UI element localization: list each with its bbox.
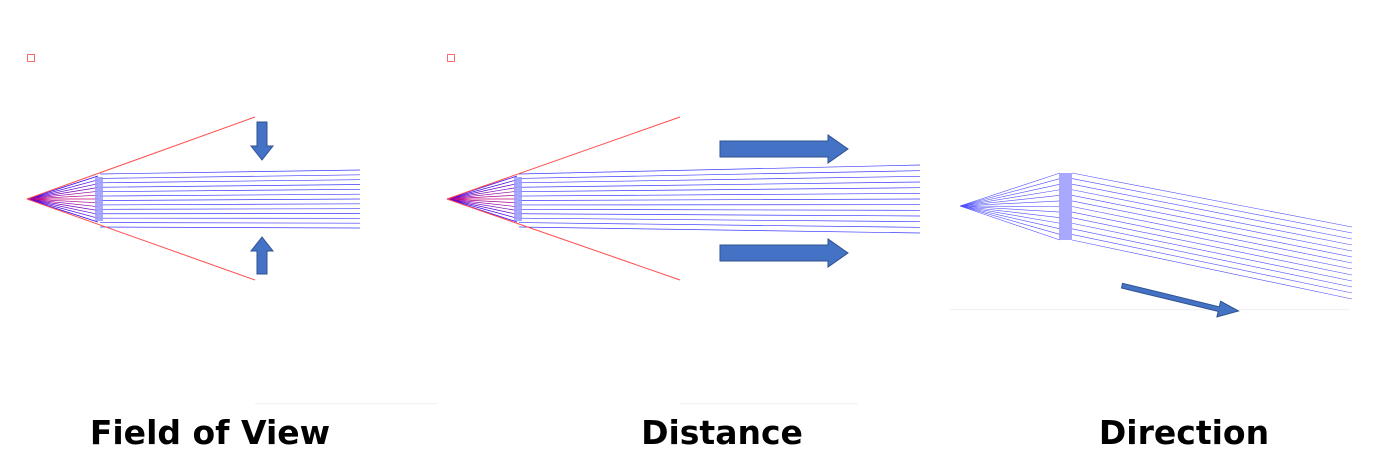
ray-line: [26, 198, 99, 211]
ray-line: [26, 183, 99, 200]
ray-line: [959, 205, 1061, 207]
source-ray-fan: [959, 172, 1061, 241]
ray-line: [959, 178, 1061, 207]
ray-line: [959, 195, 1061, 207]
ray-line: [1071, 178, 1353, 234]
ray-line: [26, 190, 99, 200]
ray-line: [959, 205, 1061, 235]
ray-line: [518, 181, 921, 188]
ray-line: [446, 198, 518, 211]
ray-line: [959, 205, 1061, 241]
arrow-right-icon: [719, 238, 849, 268]
ray-line: [959, 205, 1061, 213]
ray-line: [1071, 189, 1353, 246]
ray-line: [1071, 217, 1353, 276]
ray-line: [1071, 183, 1353, 240]
fov-edge-top: [446, 116, 681, 200]
ray-line: [518, 208, 921, 211]
caption-distance: Distance: [641, 413, 803, 452]
ray-line: [518, 217, 921, 223]
ray-line: [446, 198, 518, 208]
ray-line: [446, 198, 518, 204]
ray-line: [1071, 172, 1353, 228]
deflected-beam: [1071, 172, 1353, 300]
source-ray-fan: [446, 175, 518, 223]
fov-edge-top: [26, 116, 256, 200]
collimated-beam: [518, 164, 921, 234]
ray-line: [959, 172, 1061, 207]
ray-line: [1071, 234, 1353, 294]
ray-line: [99, 179, 361, 184]
ray-line: [446, 183, 518, 200]
panel-2-frame-edge: [680, 403, 858, 405]
fov-edge-bottom: [26, 198, 256, 281]
ray-line: [518, 187, 921, 193]
panel-direction: [950, 172, 1353, 318]
ray-line: [1071, 195, 1353, 252]
ray-line: [1071, 206, 1353, 264]
ray-line: [1071, 200, 1353, 258]
fov-edge-bottom: [446, 198, 681, 281]
ray-line: [99, 169, 361, 175]
caption-direction: Direction: [1098, 413, 1270, 452]
ray-line: [99, 222, 361, 224]
ray-line: [26, 198, 99, 219]
ray-line: [446, 194, 518, 200]
arrow-right-icon: [719, 134, 849, 164]
ray-line: [99, 184, 361, 188]
ray-line: [1071, 222, 1353, 282]
ray-line: [99, 188, 361, 193]
ray-line: [1071, 239, 1353, 300]
ray-line: [26, 198, 99, 208]
ray-line: [959, 205, 1061, 218]
panel-3-frame-edge: [950, 309, 1350, 311]
ray-line: [26, 198, 99, 204]
ray-line: [518, 222, 921, 228]
ray-line: [99, 226, 361, 229]
ray-line: [518, 164, 921, 175]
ray-line: [99, 208, 361, 210]
ray-line: [99, 174, 361, 179]
ray-line: [959, 200, 1061, 207]
corner-marker-icon: [27, 54, 35, 62]
ray-line: [518, 175, 921, 184]
ray-line: [518, 198, 921, 201]
ray-line: [446, 198, 518, 219]
ray-line: [518, 192, 921, 197]
ray-line: [518, 226, 921, 234]
lens-element: [514, 177, 522, 221]
ray-line: [26, 198, 99, 215]
ray-line: [518, 213, 921, 217]
ray-line: [959, 205, 1061, 224]
ray-line: [99, 193, 361, 197]
source-ray-fan: [26, 175, 99, 223]
panel-1-frame-edge: [255, 403, 437, 405]
ray-line: [446, 187, 518, 200]
ray-line: [446, 179, 518, 200]
ray-line: [446, 198, 518, 215]
panel-distance: [446, 54, 921, 405]
ray-line: [446, 190, 518, 200]
collimated-beam: [99, 169, 361, 229]
corner-marker-icon: [447, 54, 455, 62]
ray-line: [1071, 228, 1353, 288]
ray-line: [26, 179, 99, 200]
arrow-down-icon: [249, 121, 275, 161]
ray-line: [26, 194, 99, 200]
lens-element: [95, 177, 103, 221]
panel-field-of-view: [26, 54, 437, 405]
ray-line: [518, 170, 921, 179]
ray-line: [26, 187, 99, 200]
ray-line: [99, 198, 361, 201]
ray-line: [959, 183, 1061, 207]
caption-field-of-view: Field of View: [89, 413, 331, 452]
ray-line: [1071, 211, 1353, 270]
arrow-diagonal-icon: [1120, 282, 1240, 318]
ray-line: [959, 205, 1061, 230]
ray-line: [99, 203, 361, 206]
ray-line: [959, 189, 1061, 207]
lens-element: [1059, 173, 1072, 240]
arrow-up-icon: [249, 236, 275, 275]
